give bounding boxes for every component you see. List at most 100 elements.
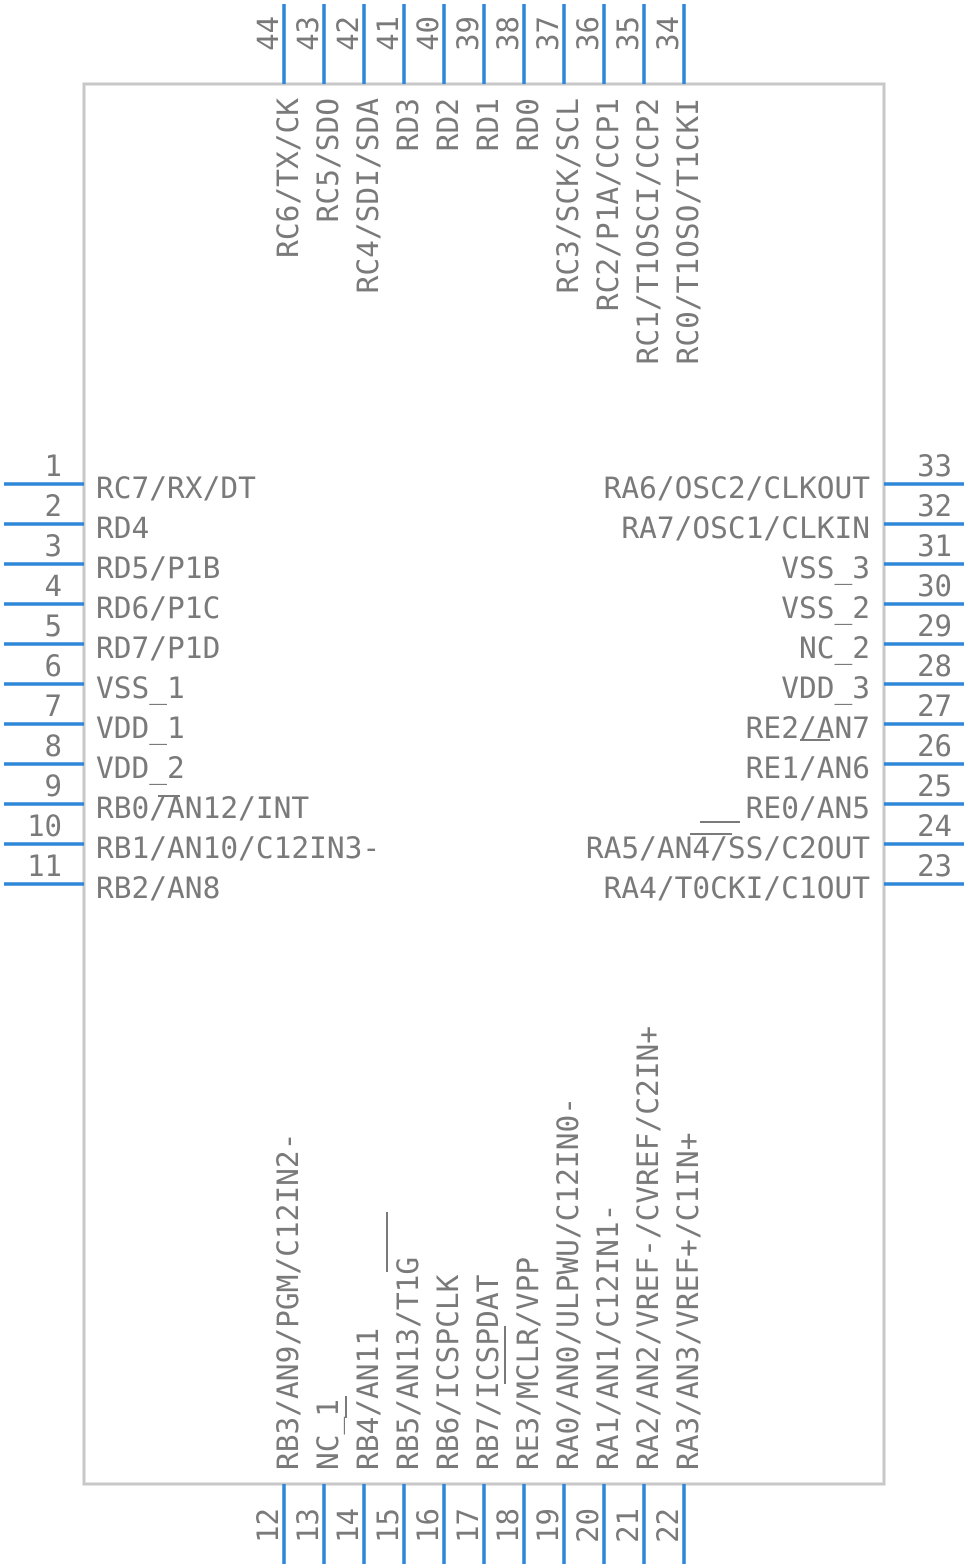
- pin-label: RB1/AN10/C12IN3-: [96, 831, 380, 865]
- pin-label: RC1/T1OSCI/CCP2: [631, 98, 665, 364]
- pin-label: RA7/OSC1/CLKIN: [621, 511, 870, 545]
- pin-22: 22 RA3/AN3/VREF+/C1IN+: [651, 1133, 705, 1564]
- pin-number: 14: [331, 1508, 365, 1543]
- pin-number: 35: [611, 16, 645, 51]
- pin-number: 21: [611, 1508, 645, 1543]
- pin-number: 5: [45, 609, 62, 643]
- pin-number: 31: [917, 529, 952, 563]
- pin-number: 16: [411, 1508, 445, 1543]
- pin-label: VDD_2: [96, 751, 185, 786]
- pin-label: RD2: [431, 98, 465, 151]
- pin-label: RD4: [96, 511, 149, 545]
- pin-number: 2: [45, 489, 62, 523]
- pin-number: 12: [251, 1508, 285, 1543]
- pin-label: RA0/AN0/ULPWU/C12IN0-: [551, 1097, 585, 1470]
- pin-label: RB6/ICSPCLK: [431, 1274, 465, 1470]
- pin-number: 32: [917, 489, 952, 523]
- pin-number: 1: [45, 449, 62, 483]
- pin-number: 11: [27, 849, 62, 883]
- pin-number: 36: [571, 16, 605, 51]
- pin-label: RA1/AN1/C12IN1-: [591, 1204, 625, 1470]
- pin-number: 44: [251, 16, 285, 51]
- pin-number: 8: [45, 729, 62, 763]
- pin-number: 29: [917, 609, 952, 643]
- pin-label: RB3/AN9/PGM/C12IN2-: [271, 1133, 305, 1470]
- pin-label: RD3: [391, 98, 425, 151]
- pin-number: 25: [917, 769, 952, 803]
- pin-number: 28: [917, 649, 952, 683]
- pin-number: 22: [651, 1508, 685, 1543]
- pin-label: RA3/AN3/VREF+/C1IN+: [671, 1133, 705, 1470]
- pin-number: 24: [917, 809, 952, 843]
- pin-number: 3: [45, 529, 62, 563]
- pin-number: 33: [917, 449, 952, 483]
- pin-label: RB2/AN8: [96, 871, 220, 905]
- pin-label: VSS_2: [781, 591, 870, 626]
- pin-label: RC5/SDO: [311, 98, 345, 222]
- pin-16: 16 RB6/ICSPCLK: [411, 1274, 465, 1564]
- pin-number: 13: [291, 1508, 325, 1543]
- pin-number: 4: [45, 569, 62, 603]
- pin-label: RD5/P1B: [96, 551, 220, 585]
- pin-14: 14 RB4/AN11: [331, 1328, 385, 1564]
- pin-label: RE1/AN6: [746, 751, 870, 785]
- pin-label: RB4/AN11: [351, 1328, 385, 1470]
- pin-label: RD0: [511, 98, 545, 151]
- pin-label: RB7/ICSPDAT: [471, 1274, 505, 1470]
- pin-20: 20 RA1/AN1/C12IN1-: [571, 1204, 625, 1564]
- pin-number: 6: [45, 649, 62, 683]
- pin-number: 20: [571, 1508, 605, 1543]
- pin-label: RE0/AN5: [746, 791, 870, 825]
- pin-label: RA5/AN4/SS/C2OUT: [586, 831, 870, 865]
- pin-17: 17 RB7/ICSPDAT: [451, 1274, 506, 1564]
- pin-number: 41: [371, 16, 405, 51]
- pin-number: 27: [917, 689, 952, 723]
- pin-number: 26: [917, 729, 952, 763]
- pin-number: 17: [451, 1508, 485, 1543]
- pin-label: RE3/MCLR/VPP: [511, 1257, 545, 1470]
- pin-label: RA2/AN2/VREF-/CVREF/C2IN+: [631, 1026, 665, 1470]
- pin-label: RD1: [471, 98, 505, 151]
- pin-label: NC_2: [799, 631, 870, 666]
- pins-group: 1RC7/RX/DT2RD43RD5/P1B4RD6/P1C5RD7/P1D6V…: [4, 4, 964, 1564]
- pin-12: 12 RB3/AN9/PGM/C12IN2-: [251, 1133, 305, 1564]
- pin-number: 39: [451, 16, 485, 51]
- pin-label: RC4/SDI/SDA: [351, 98, 385, 294]
- pin-label: RA4/T0CKI/C1OUT: [604, 871, 871, 905]
- pin-label: NC_1: [311, 1399, 346, 1470]
- pin-number: 9: [45, 769, 62, 803]
- pin-label: RC7/RX/DT: [96, 471, 256, 505]
- pin-label: RD7/P1D: [96, 631, 220, 665]
